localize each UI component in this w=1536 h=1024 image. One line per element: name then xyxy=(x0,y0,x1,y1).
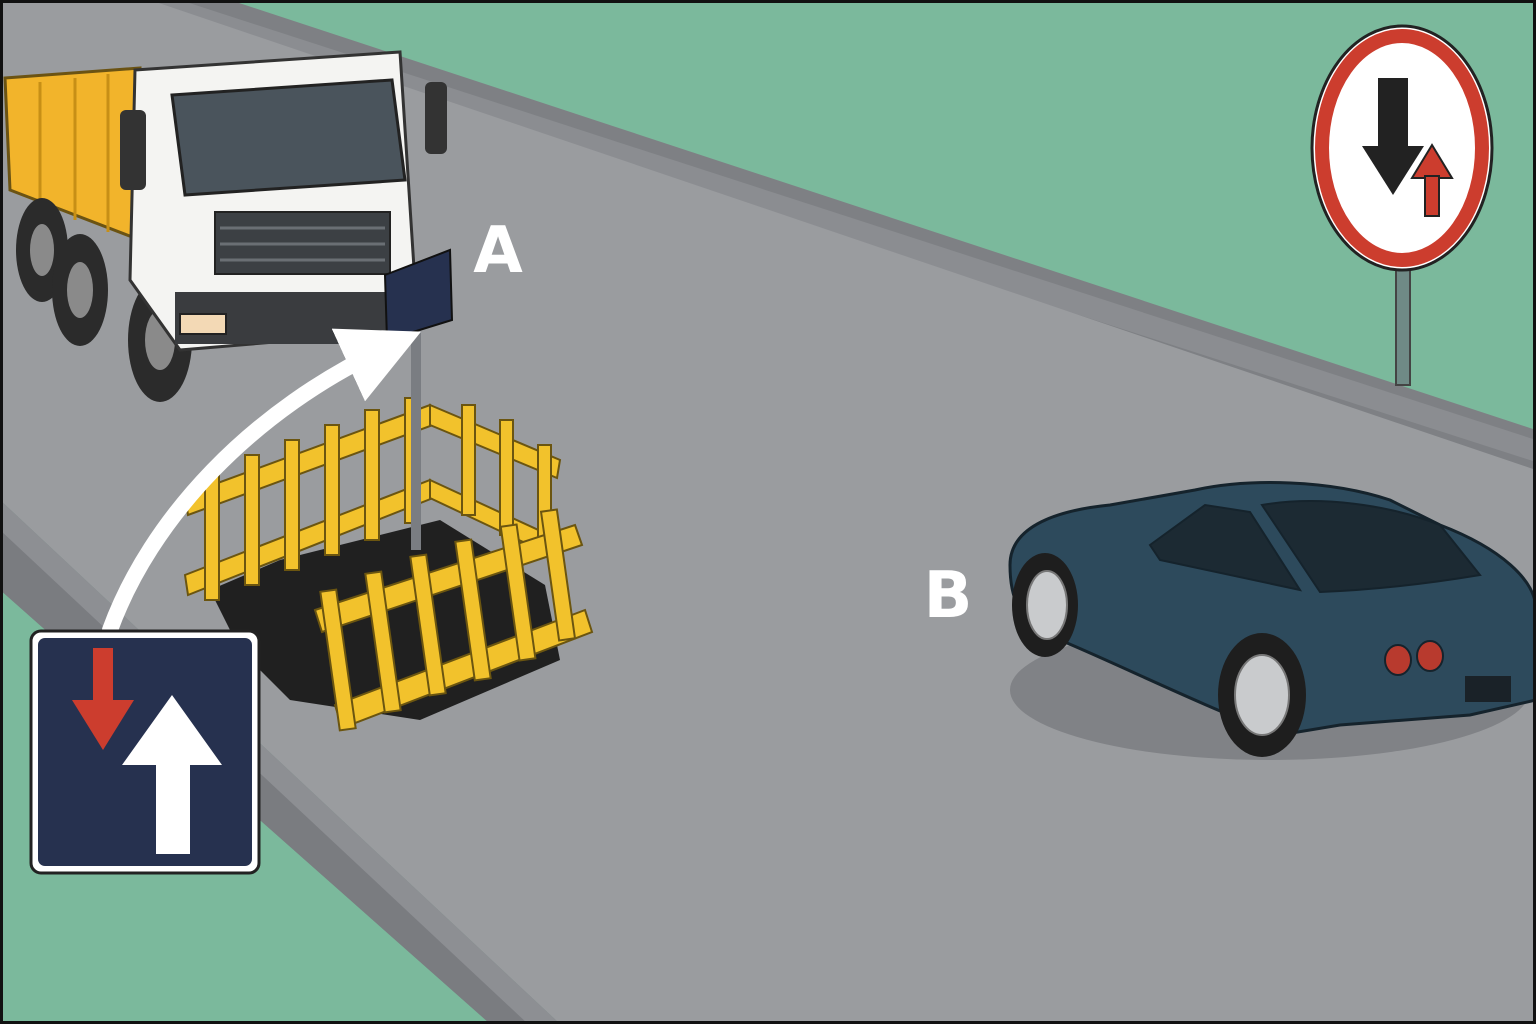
label-b: B xyxy=(924,559,973,633)
round-sign-pole xyxy=(1395,254,1411,386)
priority-over-oncoming-traffic-sign xyxy=(29,629,261,875)
small-sign-pole xyxy=(411,320,421,550)
car-license-plate xyxy=(1465,676,1511,702)
truck-mirror xyxy=(120,110,146,190)
truck-headlight xyxy=(179,313,227,335)
barrier-fence xyxy=(183,397,594,732)
give-way-to-oncoming-traffic-sign xyxy=(1310,24,1494,386)
label-a: A xyxy=(473,214,523,288)
red-down-arrow xyxy=(93,648,113,703)
sports-car xyxy=(1008,481,1536,760)
white-up-arrow xyxy=(122,695,222,765)
car-taillight-right xyxy=(1416,640,1444,672)
truck-windshield xyxy=(170,78,407,197)
pointer-arrow xyxy=(102,328,422,638)
dump-truck xyxy=(3,50,447,402)
car-taillight-left xyxy=(1384,644,1412,676)
black-down-arrow xyxy=(1378,78,1408,150)
car-side-window xyxy=(1148,503,1303,592)
car-rear-window xyxy=(1260,500,1482,594)
small-sign-back xyxy=(383,248,454,342)
